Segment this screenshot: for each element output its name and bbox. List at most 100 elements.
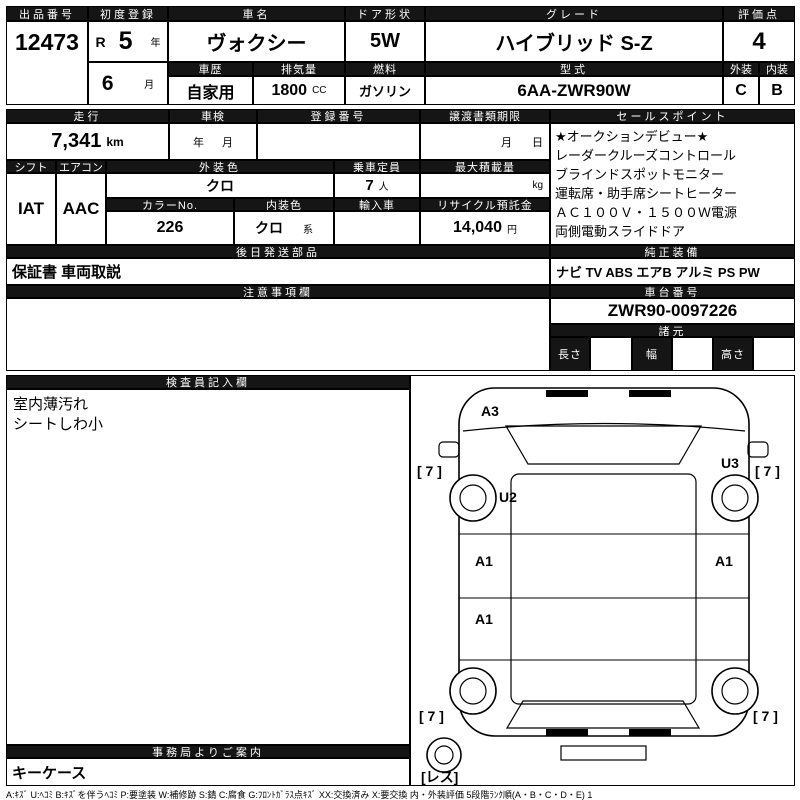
rear-trim-left [546, 729, 588, 736]
transfer-month-unit: 月 [501, 136, 512, 149]
first-registration-year: R 5 年 [88, 21, 168, 62]
wheel-rear-right [711, 667, 759, 715]
spec-width-header: 幅 [632, 337, 672, 371]
left-mirror [438, 441, 460, 458]
history-header: 車歴 [168, 62, 253, 76]
car-name-value: ヴォクシー [168, 21, 345, 62]
exhibit-no-header: 出品番号 [6, 6, 88, 21]
spec-length-header: 長さ [550, 337, 590, 371]
chassis-no-value: ZWR90-0097226 [550, 298, 795, 324]
mileage-header: 走行 [6, 109, 169, 123]
damage-label-left-mid: A1 [475, 553, 493, 569]
front-trim-left [546, 390, 588, 397]
right-mirror [747, 441, 769, 458]
office-info-header: 事務局よりご案内 [6, 745, 410, 758]
door-shape-header: ドア形状 [345, 6, 425, 21]
capacity-value: 7 人 [334, 173, 420, 198]
rear-window [505, 700, 701, 729]
front-trim-right [629, 390, 671, 397]
car-body-outline [458, 387, 750, 737]
sales-point-line: ＡＣ１００Ｖ・１５００Ｗ電源 [555, 205, 738, 220]
sales-point-line: 運転席・助手席シートヒーター [555, 186, 738, 201]
specs-header: 諸元 [550, 324, 795, 337]
interior-color-name: クロ [255, 220, 283, 236]
equipment-value: ナビ TV ABS エアB アルミ PS PW [550, 258, 795, 285]
chassis-no-header: 車台番号 [550, 285, 795, 298]
displacement-number: 1800 [271, 81, 308, 99]
tire-depth-rear-left: [ 7 ] [419, 708, 444, 724]
era-letter: R [95, 33, 106, 50]
inspector-notes-body: 室内薄汚れ シートしわ小 [6, 389, 410, 745]
mileage-number: 7,341 [51, 130, 102, 152]
legend-text: A:ｷｽﾞ U:ﾍｺﾐ B:ｷｽﾞを伴うﾍｺﾐ P:要塗装 W:補修跡 S:錆 … [6, 790, 593, 800]
sales-points-header: セールスポイント [550, 109, 795, 123]
damage-label-left-rear: A1 [475, 611, 493, 627]
capacity-number: 7 [365, 177, 374, 194]
car-name-header: 車名 [168, 6, 345, 21]
transfer-day-unit: 日 [532, 136, 543, 149]
aircon-value: AAC [56, 173, 106, 245]
door-shape-value: 5W [345, 21, 425, 62]
inspector-note-line: シートしわ小 [13, 416, 104, 433]
month-number: 6 [101, 71, 114, 95]
car-top-view: A3 U2 U3 A1 A1 A1 [ 7 ] [ 7 ] [ 7 ] [ 7 … [417, 387, 780, 785]
history-value: 自家用 [168, 76, 253, 105]
tire-depth-rear-right: [ 7 ] [753, 708, 778, 724]
roof-panel [510, 473, 697, 705]
wheel-front-right [711, 474, 759, 522]
color-no-header: カラーNo. [106, 198, 234, 211]
inspection-header: 車検 [169, 109, 257, 123]
later-parts-value: 保証書 車両取説 [6, 258, 550, 285]
wheel-front-left [449, 474, 497, 522]
notes-header: 注意事項欄 [6, 285, 550, 298]
sales-point-line: ブラインドスポットモニター [555, 167, 725, 182]
damage-label-left-front: U2 [499, 489, 517, 505]
first-registration-header: 初度登録 [88, 6, 168, 21]
inspection-month-unit: 月 [222, 136, 233, 149]
equipment-header: 純正装備 [550, 245, 795, 258]
model-code-value: 6AA-ZWR90W [425, 76, 723, 105]
spare-tire-label: [レス] [421, 769, 458, 785]
displacement-unit: CC [312, 85, 327, 96]
wheel-rear-left [449, 667, 497, 715]
interior-color-value: クロ 系 [234, 211, 334, 245]
rear-trim-right [629, 729, 671, 736]
aircon-header: エアコン [56, 160, 106, 173]
capacity-unit: 人 [378, 182, 389, 193]
registration-no-header: 登録番号 [257, 109, 420, 123]
later-parts-header: 後日発送部品 [6, 245, 550, 258]
exterior-grade-header: 外装 [723, 62, 759, 76]
exterior-color-header: 外装色 [106, 160, 334, 173]
fuel-header: 燃料 [345, 62, 425, 76]
mileage-value: 7,341 km [6, 123, 169, 160]
color-no-value: 226 [106, 211, 234, 245]
displacement-value: 1800 CC [253, 76, 345, 105]
sales-point-line: レーダークルーズコントロール [555, 148, 736, 163]
windshield [504, 425, 703, 465]
interior-grade-value: B [759, 76, 795, 105]
displacement-header: 排気量 [253, 62, 345, 76]
month-unit: 月 [144, 80, 155, 91]
inspection-value: 年 月 [169, 123, 257, 160]
damage-label-right-mid: A1 [715, 553, 733, 569]
car-damage-diagram: A3 U2 U3 A1 A1 A1 [ 7 ] [ 7 ] [ 7 ] [ 7 … [410, 375, 795, 786]
inspection-year-unit: 年 [193, 136, 204, 149]
spec-length-value [590, 337, 632, 371]
sales-points-body: ★オークションデビュー★ レーダークルーズコントロール ブラインドスポットモニタ… [550, 123, 795, 245]
year-unit: 年 [150, 38, 161, 49]
score-value: 4 [723, 21, 795, 62]
registration-no-value [257, 123, 420, 160]
spec-height-header: 高さ [713, 337, 753, 371]
recycle-deposit-header: リサイクル預託金 [420, 198, 550, 211]
import-car-value [334, 211, 420, 245]
grade-header: グレード [425, 6, 723, 21]
front-bumper-line [462, 422, 746, 432]
damage-label-right-front: U3 [721, 455, 739, 471]
exterior-grade-value: C [723, 76, 759, 105]
interior-color-header: 内装色 [234, 198, 334, 211]
mileage-unit: km [106, 134, 124, 149]
spare-tire [426, 737, 462, 773]
office-info-value: キーケース [6, 758, 410, 786]
rear-bumper-step [560, 745, 647, 761]
